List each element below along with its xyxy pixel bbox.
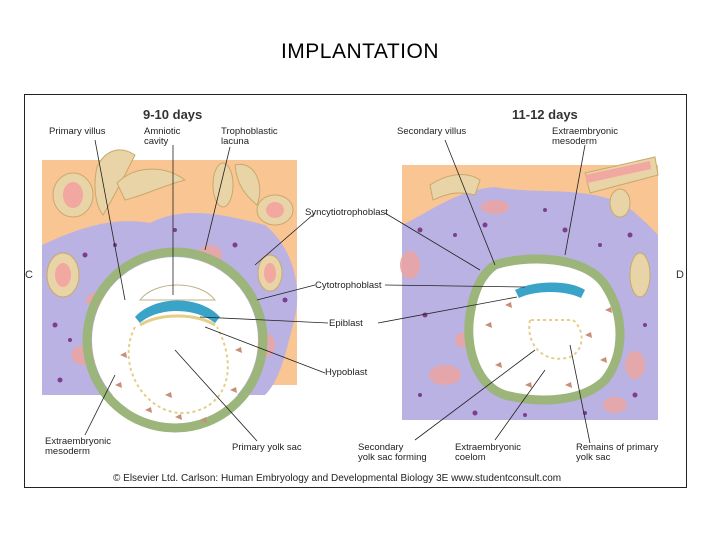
label-extraembryonic-coelom: Extraembryonic coelom (455, 443, 521, 463)
label-trophoblastic-lacuna: Trophoblastic lacuna (221, 127, 278, 147)
figure-credit: © Elsevier Ltd. Carlson: Human Embryolog… (113, 473, 561, 484)
cytotrophoblast-right (469, 259, 620, 400)
stage-label-left: 9-10 days (143, 107, 202, 122)
section-marker-left: C (25, 269, 33, 281)
label-extraembryonic-mesoderm-right: Extraembryonic mesoderm (552, 127, 618, 147)
label-amniotic-cavity: Amniotic cavity (144, 127, 180, 147)
label-primary-villus: Primary villus (49, 127, 105, 137)
label-secondary-yolk-sac-forming: Secondary yolk sac forming (358, 443, 427, 463)
label-epiblast: Epiblast (329, 319, 363, 329)
label-secondary-villus: Secondary villus (397, 127, 466, 137)
label-syncytiotrophoblast: Syncytiotrophoblast (305, 208, 388, 218)
slide-title: IMPLANTATION (0, 40, 720, 64)
label-extraembryonic-mesoderm-left: Extraembryonic mesoderm (45, 437, 111, 457)
implantation-illustration (25, 95, 686, 487)
implantation-figure: 9-10 days 11-12 days C D Primary villus … (24, 94, 687, 488)
stage-label-right: 11-12 days (512, 107, 578, 122)
label-hypoblast: Hypoblast (325, 368, 367, 378)
label-primary-yolk-sac: Primary yolk sac (232, 443, 302, 453)
section-marker-right: D (676, 269, 684, 281)
label-remains-primary-yolk-sac: Remains of primary yolk sac (576, 443, 658, 463)
label-cytotrophoblast: Cytotrophoblast (315, 281, 382, 291)
